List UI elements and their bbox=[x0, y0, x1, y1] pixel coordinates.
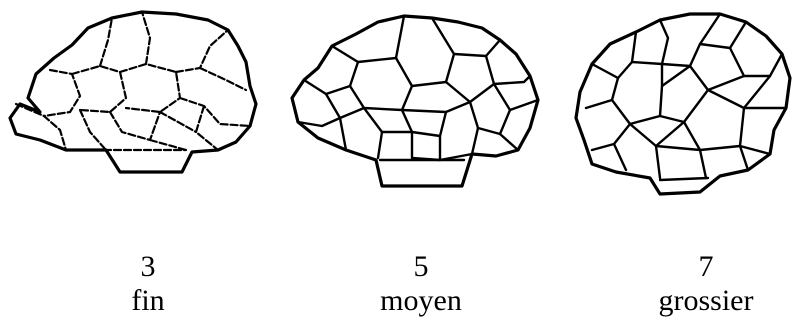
specimen-fin-label: fin bbox=[48, 286, 248, 316]
specimen-fin-number: 3 bbox=[48, 252, 248, 282]
specimen-grossier-label: grossier bbox=[606, 286, 805, 316]
specimen-fin-drawing bbox=[10, 12, 256, 172]
specimen-moyen-number: 5 bbox=[321, 252, 521, 282]
specimen-grossier-number: 7 bbox=[606, 252, 805, 282]
specimen-grossier-drawing bbox=[576, 14, 790, 194]
specimen-fin-outline bbox=[10, 12, 256, 172]
specimen-moyen-label: moyen bbox=[321, 286, 521, 316]
specimen-grossier-outline bbox=[576, 14, 790, 194]
specimen-moyen-drawing bbox=[292, 16, 538, 186]
